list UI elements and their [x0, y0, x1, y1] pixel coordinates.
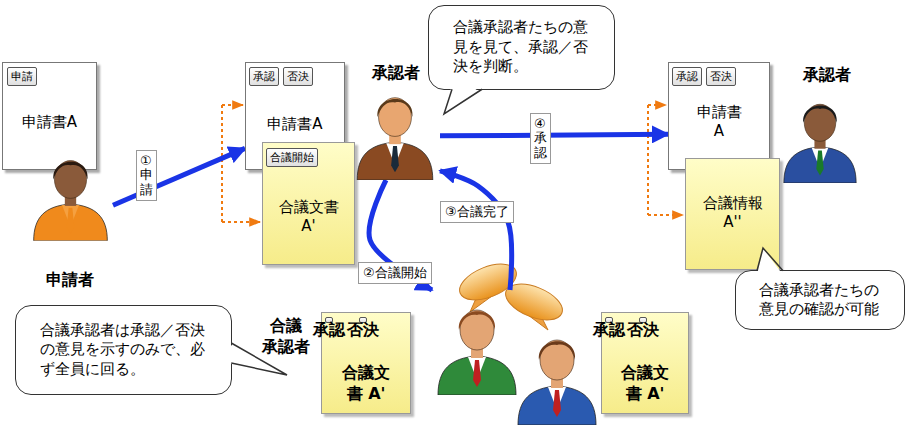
edge-label: ④承認 [530, 113, 551, 164]
button: 承認 [249, 67, 279, 86]
callout-tail [735, 270, 736, 271]
button: 否決 [639, 317, 647, 323]
button: 申請 [7, 67, 37, 86]
person-icon: 承認者 [775, 95, 865, 183]
consultation-document: 合議文書 A' 承認 否決 [321, 312, 411, 414]
role-label: 承認者 [803, 65, 851, 86]
callout-tail [227, 343, 287, 375]
green-person [438, 310, 516, 395]
callout-bubble: 合議承認者は承認／否決の意見を示すのみで、必ず全員に回る。 [15, 305, 232, 395]
flow-arrow [440, 171, 512, 290]
node-text: 合議文書 A' [275, 198, 343, 236]
button: 否決 [283, 67, 313, 86]
node-text: 合議文書 A' [340, 363, 393, 405]
button: 否決 [706, 67, 736, 86]
callout-tail [757, 248, 783, 271]
button: 承認 [672, 67, 702, 86]
node-text: 申請書 A [693, 103, 746, 141]
node-text: 合議承認者は承認／否決の意見を示すのみで、必ず全員に回る。 [40, 321, 208, 380]
callout-bubble: 合議承認者たちの意見の確認が可能 [735, 270, 905, 330]
callout-bubble: 合議承認者たちの意見を見て、承認／否決を判断。 [428, 5, 615, 90]
button-label: 否決 [617, 320, 670, 341]
button: 承認 [325, 317, 333, 323]
consultation-document: 合議文書 A' 合議開始 [262, 142, 355, 265]
flow-arrow [369, 180, 432, 290]
callout-tail [428, 5, 429, 6]
button-label: 否決 [710, 70, 732, 83]
edge-label: ②合議開始 [358, 262, 432, 284]
button-label: 否決 [337, 320, 390, 341]
approver-group: 合議 承認者合議文書 A'承認否決合議文書 A'承認否決 [258, 290, 695, 425]
consultation-document: 合議文書 A' 承認 否決 [601, 312, 689, 414]
callout-tail [757, 248, 783, 275]
button: 承認 [605, 317, 613, 323]
person-figure [357, 98, 433, 180]
button-label: 合議開始 [270, 151, 314, 164]
button-label: 承認 [253, 70, 275, 83]
person-figure [784, 104, 856, 183]
callout-tail [444, 89, 482, 114]
role-label: 申請者 [46, 270, 94, 291]
button: 否決 [359, 317, 367, 323]
button-label: 申請 [11, 70, 33, 83]
node-text: 合議情報 A'' [699, 194, 767, 232]
button: 合議開始 [266, 148, 318, 167]
flow-arrow [440, 134, 668, 135]
button-label: 否決 [287, 70, 309, 83]
person-figure [28, 150, 113, 242]
document-box: 申請書A 申請 [2, 62, 97, 170]
edge-label: ①申請 [136, 150, 157, 201]
role-label: 合議 承認者 [260, 316, 313, 358]
person-figure [775, 95, 865, 183]
flow-arrow [113, 148, 245, 205]
blue-person [518, 340, 596, 425]
person-icon: 申請者 [28, 150, 113, 242]
role-label: 承認者 [372, 63, 420, 84]
edge-label: ③合議完了 [440, 201, 514, 223]
node-text: 申請書A [22, 113, 77, 132]
node-text: 合議文書 A' [619, 363, 672, 405]
callout-tail [444, 85, 482, 114]
person-icon: 承認者 [350, 88, 440, 180]
document-box: 申請書 A 承認否決 [668, 62, 770, 170]
person-figure [34, 161, 108, 241]
button-label: 承認 [676, 70, 698, 83]
callout-tail [231, 343, 287, 375]
callout-tail [15, 305, 16, 306]
node-text: 合議承認者たちの意見の確認が可能 [759, 281, 881, 320]
node-text: 合議承認者たちの意見を見て、承認／否決を判断。 [453, 18, 590, 77]
person-figure [350, 88, 440, 180]
node-text: 申請書A [267, 115, 322, 134]
